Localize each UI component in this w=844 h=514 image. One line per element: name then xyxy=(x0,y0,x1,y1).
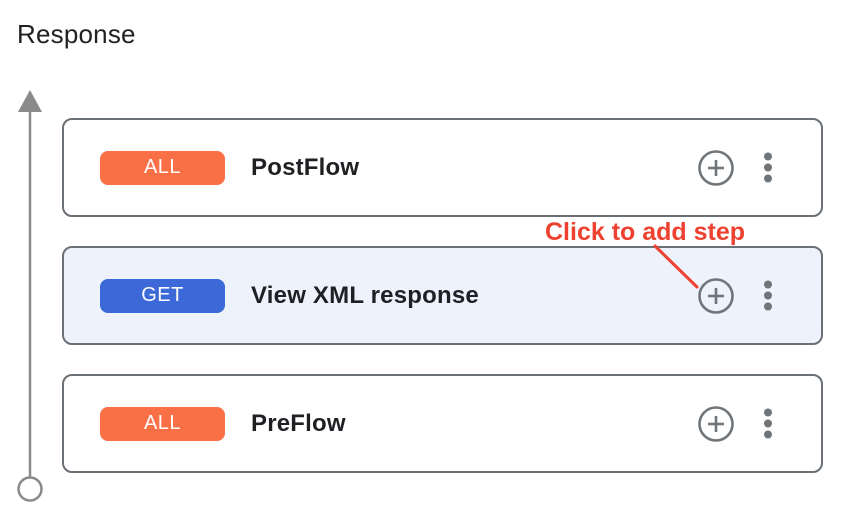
method-badge: ALL xyxy=(100,150,225,185)
flow-name: View XML response xyxy=(251,281,479,309)
arrow-start-circle xyxy=(17,476,43,502)
annotation-text: Click to add step xyxy=(545,218,746,246)
flow-card-preflow[interactable]: ALL PreFlow xyxy=(62,374,823,473)
plus-circle-icon xyxy=(698,277,734,314)
add-step-button[interactable] xyxy=(697,149,735,187)
flow-name: PostFlow xyxy=(251,153,360,181)
add-step-button[interactable] xyxy=(697,277,735,315)
card-menu-button[interactable] xyxy=(763,152,773,183)
flow-card-view-xml-response[interactable]: GET View XML response xyxy=(62,246,823,345)
flow-direction-arrow-icon xyxy=(17,90,43,502)
flow-name: PreFlow xyxy=(251,409,346,437)
add-step-button[interactable] xyxy=(697,405,735,443)
card-menu-button[interactable] xyxy=(763,408,773,439)
kebab-menu-icon xyxy=(764,408,772,439)
arrow-head xyxy=(18,90,42,112)
card-menu-button[interactable] xyxy=(763,280,773,311)
method-badge: GET xyxy=(100,278,225,313)
flow-card-postflow[interactable]: ALL PostFlow xyxy=(62,118,823,217)
method-badge: ALL xyxy=(100,406,225,441)
plus-circle-icon xyxy=(698,149,734,186)
page-title: Response xyxy=(17,19,136,49)
kebab-menu-icon xyxy=(764,280,772,311)
kebab-menu-icon xyxy=(764,152,772,183)
plus-circle-icon xyxy=(698,405,734,442)
